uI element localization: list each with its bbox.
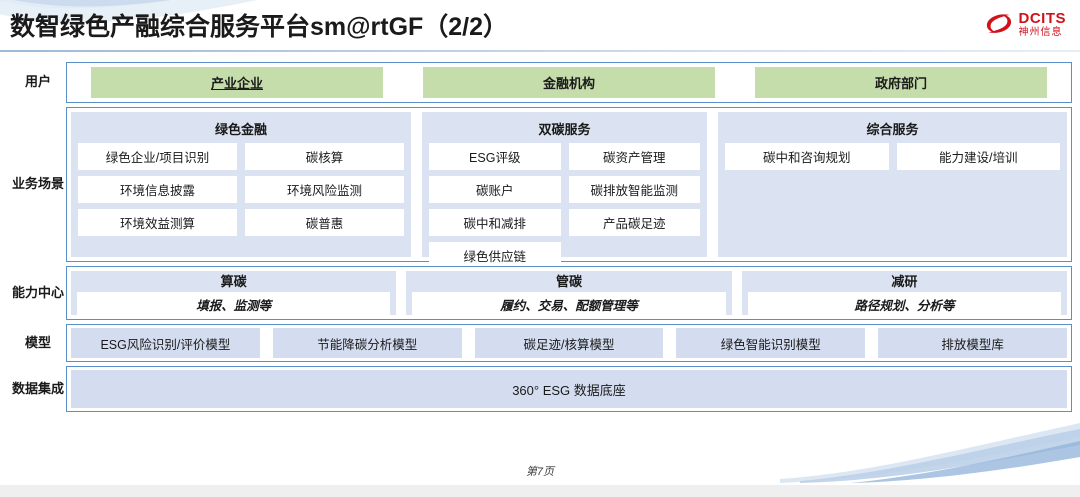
scenario-item-list: 绿色企业/项目识别 碳核算 环境信息披露 环境风险监测 环境效益测算 碳普惠	[78, 143, 404, 236]
bottom-strip	[0, 485, 1080, 497]
row-models: 模型 ESG风险识别/评价模型 节能降碳分析模型 碳足迹/核算模型 绿色智能识别…	[10, 324, 1072, 362]
row-business-scenarios: 业务场景 绿色金融 绿色企业/项目识别 碳核算 环境信息披露 环境风险监测 环境…	[10, 107, 1072, 269]
scenario-item[interactable]: 产品碳足迹	[568, 209, 700, 236]
model-item[interactable]: 碳足迹/核算模型	[474, 328, 664, 358]
capability-subtitle: 填报、监测等	[77, 292, 391, 318]
scenario-item[interactable]: 能力建设/培训	[896, 143, 1060, 170]
logo-text-cn: 神州信息	[1018, 26, 1063, 38]
title-bar: 数智绿色产融综合服务平台sm@rtGF（2/2）	[0, 0, 1080, 54]
row-body-business-scenarios: 绿色金融 绿色企业/项目识别 碳核算 环境信息披露 环境风险监测 环境效益测算 …	[66, 107, 1072, 269]
scenario-group-green-finance: 绿色金融 绿色企业/项目识别 碳核算 环境信息披露 环境风险监测 环境效益测算 …	[71, 112, 411, 257]
model-item[interactable]: 节能降碳分析模型	[272, 328, 462, 358]
row-capability-center: 能力中心 算碳 填报、监测等 管碳 履约、交易、配额管理等 减研 路径规划、分析…	[10, 266, 1072, 320]
row-label-business-scenarios: 业务场景	[12, 176, 65, 192]
model-item[interactable]: 绿色智能识别模型	[676, 328, 866, 358]
scenario-item[interactable]: 碳排放智能监测	[568, 176, 700, 203]
scenario-item[interactable]: 环境信息披露	[78, 176, 237, 203]
brand-logo: DCITS 神州信息	[984, 8, 1067, 40]
logo-text-en: DCITS	[1018, 9, 1066, 27]
scenario-item[interactable]: 碳中和减排	[429, 209, 561, 236]
row-users: 用户 产业企业 金融机构 政府部门	[10, 62, 1072, 103]
user-government-department[interactable]: 政府部门	[754, 67, 1048, 98]
row-label-data-integration: 数据集成	[12, 380, 65, 396]
scenario-group-title: 双碳服务	[538, 122, 591, 137]
scenario-item[interactable]: 碳资产管理	[568, 143, 700, 170]
page-footer: 第7页	[525, 466, 555, 478]
scenario-item[interactable]: 绿色企业/项目识别	[78, 143, 237, 170]
capability-title: 算碳	[220, 274, 247, 289]
user-slot: 金融机构	[403, 67, 735, 98]
row-label-models: 模型	[24, 334, 51, 350]
user-financial-institution[interactable]: 金融机构	[422, 67, 716, 98]
capability-title: 管碳	[555, 274, 582, 289]
title-divider	[0, 50, 1080, 52]
logo-wordmark: DCITS 神州信息	[1019, 11, 1067, 38]
scenario-item[interactable]: 环境风险监测	[245, 176, 404, 203]
scenario-item[interactable]: 环境效益测算	[78, 209, 237, 236]
scenario-item-list: 碳中和咨询规划 能力建设/培训	[725, 143, 1060, 170]
scenario-group-title: 绿色金融	[214, 122, 267, 137]
scenario-item-list: ESG评级 碳资产管理 碳账户 碳排放智能监测 碳中和减排 产品碳足迹 绿色供应…	[429, 143, 700, 269]
row-data-integration: 数据集成 360° ESG 数据底座	[10, 366, 1072, 412]
scenario-group-comprehensive-service: 综合服务 碳中和咨询规划 能力建设/培训	[718, 112, 1067, 257]
row-body-users: 产业企业 金融机构 政府部门	[66, 62, 1072, 103]
scenario-item[interactable]: 碳核算	[245, 143, 404, 170]
capability-group-carbon-management[interactable]: 管碳 履约、交易、配额管理等	[406, 271, 732, 318]
scenario-item[interactable]: 绿色供应链	[429, 242, 561, 269]
data-platform-item[interactable]: 360° ESG 数据底座	[71, 370, 1067, 408]
capability-title: 减研	[891, 274, 918, 289]
row-body-capability-center: 算碳 填报、监测等 管碳 履约、交易、配额管理等 减研 路径规划、分析等	[66, 266, 1072, 320]
scenario-item[interactable]: 碳普惠	[245, 209, 404, 236]
user-industry-enterprise[interactable]: 产业企业	[90, 67, 384, 98]
capability-group-reduction-research[interactable]: 减研 路径规划、分析等	[741, 271, 1067, 318]
page-title: 数智绿色产融综合服务平台sm@rtGF（2/2）	[10, 13, 509, 41]
architecture-stack: 用户 产业企业 金融机构 政府部门 业务场景 绿色金融 绿色	[10, 62, 1072, 416]
row-label-capability-center: 能力中心	[12, 284, 65, 300]
scenario-item[interactable]: 碳中和咨询规划	[725, 143, 889, 170]
model-item[interactable]: ESG风险识别/评价模型	[71, 328, 260, 358]
model-item[interactable]: 排放模型库	[878, 328, 1067, 358]
scenario-group-dual-carbon: 双碳服务 ESG评级 碳资产管理 碳账户 碳排放智能监测 碳中和减排 产品碳足迹…	[422, 112, 707, 269]
scenario-item[interactable]: ESG评级	[429, 143, 561, 170]
scenario-group-title: 综合服务	[866, 122, 919, 137]
scenario-item[interactable]: 碳账户	[429, 176, 561, 203]
dcits-swirl-icon	[986, 14, 1011, 33]
capability-subtitle: 履约、交易、配额管理等	[412, 292, 726, 318]
row-label-users: 用户	[24, 74, 51, 90]
capability-subtitle: 路径规划、分析等	[747, 292, 1061, 318]
user-slot: 政府部门	[735, 67, 1067, 98]
capability-group-carbon-accounting[interactable]: 算碳 填报、监测等	[71, 271, 397, 318]
user-slot: 产业企业	[71, 67, 403, 98]
row-body-data-integration: 360° ESG 数据底座	[66, 366, 1072, 412]
row-body-models: ESG风险识别/评价模型 节能降碳分析模型 碳足迹/核算模型 绿色智能识别模型 …	[66, 324, 1072, 362]
